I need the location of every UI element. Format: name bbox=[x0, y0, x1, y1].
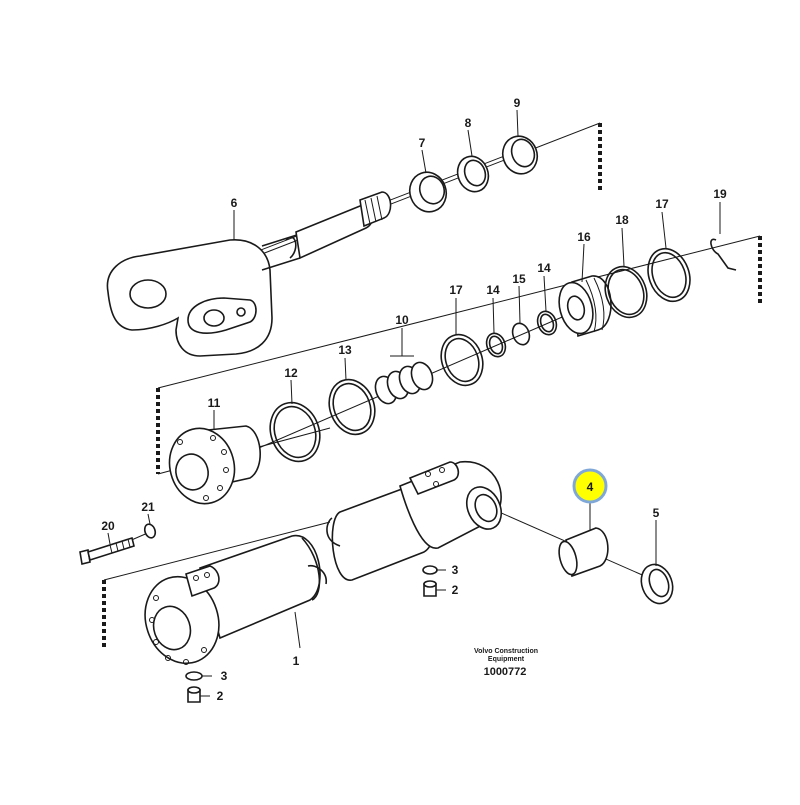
callout-14-right: 14 bbox=[537, 261, 551, 275]
caption-line2: Equipment bbox=[488, 656, 525, 663]
cylinder-tube-1 bbox=[144, 535, 327, 665]
callout-2-bottom: 2 bbox=[217, 689, 224, 703]
callout-4: 4 bbox=[587, 480, 594, 494]
callout-1: 1 bbox=[293, 654, 300, 668]
diagram-caption: Volvo Construction Equipment 1000772 bbox=[474, 648, 538, 678]
ring-14-right bbox=[536, 310, 558, 336]
ring-17-mid bbox=[440, 333, 484, 387]
ring-14-left bbox=[485, 332, 507, 358]
frame-bottom bbox=[102, 521, 331, 650]
callout-2-mid: 2 bbox=[452, 583, 459, 597]
callout-19: 19 bbox=[713, 187, 727, 201]
callout-17-right: 17 bbox=[655, 197, 669, 211]
caption-line1: Volvo Construction bbox=[474, 648, 538, 655]
callout-3-mid: 3 bbox=[452, 563, 459, 577]
bushing-4 bbox=[558, 527, 609, 578]
seal-8 bbox=[456, 155, 490, 193]
wiper-9 bbox=[501, 135, 539, 175]
backup-ring-13 bbox=[328, 378, 376, 436]
callout-3-bottom: 3 bbox=[221, 669, 228, 683]
callout-9: 9 bbox=[514, 96, 521, 110]
callout-18: 18 bbox=[615, 213, 629, 227]
document-number: 1000772 bbox=[484, 666, 527, 678]
callout-7: 7 bbox=[419, 136, 426, 150]
washer-3-bottom bbox=[185, 671, 203, 681]
washer-21 bbox=[143, 523, 157, 539]
callout-labels: 6 7 8 9 19 18 17 16 14 15 14 17 10 13 12… bbox=[101, 96, 727, 703]
ring-17-right bbox=[647, 247, 691, 303]
lock-clip-19 bbox=[710, 238, 737, 271]
highlight-marker bbox=[572, 468, 608, 504]
ring-18 bbox=[604, 265, 648, 319]
cylinder-head bbox=[168, 425, 261, 505]
callout-6: 6 bbox=[231, 196, 238, 210]
bolt-20 bbox=[79, 536, 135, 565]
callout-20: 20 bbox=[101, 519, 115, 533]
callout-13: 13 bbox=[338, 343, 352, 357]
callout-8: 8 bbox=[465, 116, 472, 130]
cylinder-tube-rear bbox=[326, 461, 503, 581]
callout-10: 10 bbox=[395, 313, 409, 327]
callout-16: 16 bbox=[577, 230, 591, 244]
callout-11: 11 bbox=[208, 396, 221, 410]
callout-15: 15 bbox=[512, 272, 526, 286]
screw-2-mid bbox=[423, 580, 437, 597]
callout-14-left: 14 bbox=[486, 283, 500, 297]
seal-5 bbox=[640, 563, 674, 605]
screw-2-bottom bbox=[187, 686, 201, 703]
piston-16 bbox=[558, 275, 612, 338]
seal-kit-10 bbox=[374, 361, 434, 405]
seal-7 bbox=[408, 171, 448, 213]
callout-5: 5 bbox=[653, 506, 660, 520]
washer-3-mid bbox=[422, 565, 438, 575]
callout-21: 21 bbox=[141, 500, 155, 514]
o-ring-12 bbox=[269, 401, 321, 463]
callout-17-mid: 17 bbox=[449, 283, 463, 297]
callout-12: 12 bbox=[284, 366, 298, 380]
leader-lines bbox=[107, 109, 721, 697]
piston-rod-eye bbox=[106, 191, 392, 357]
ring-15 bbox=[511, 322, 531, 346]
